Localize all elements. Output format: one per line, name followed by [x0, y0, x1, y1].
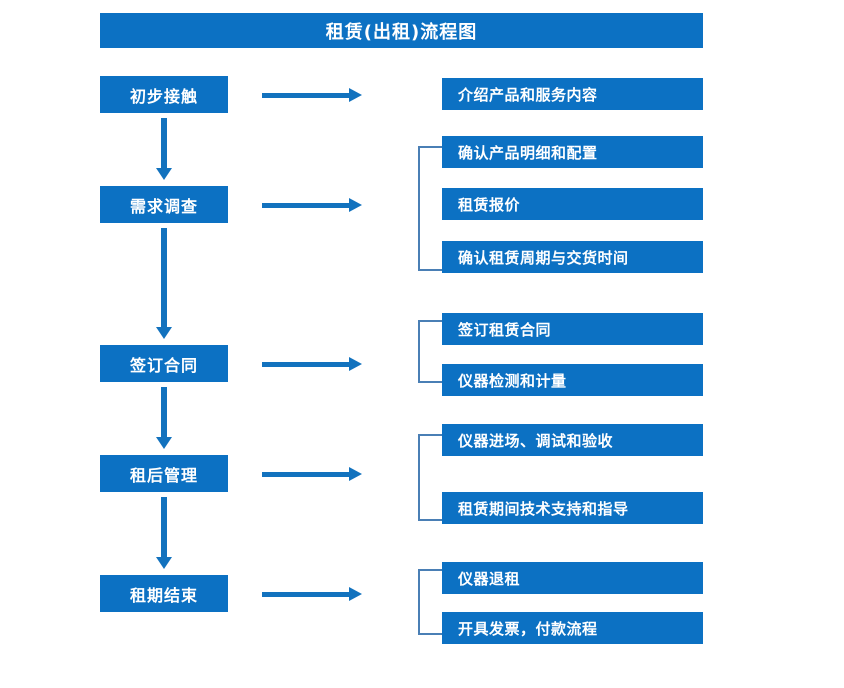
arrow-right-stage-2 [262, 197, 362, 213]
detail-box-4[interactable]: 确认租赁周期与交货时间 [442, 241, 703, 273]
arrow-right-stage-4 [262, 466, 362, 482]
detail-box-3[interactable]: 租赁报价 [442, 188, 703, 220]
stage-box-1[interactable]: 初步接触 [100, 76, 228, 113]
detail-box-5[interactable]: 签订租赁合同 [442, 313, 703, 345]
arrow-right-stage-1 [262, 87, 362, 103]
group-bracket-2 [418, 146, 442, 271]
stage-box-4[interactable]: 租后管理 [100, 455, 228, 492]
group-bracket-3 [418, 320, 442, 383]
stage-box-2[interactable]: 需求调查 [100, 186, 228, 223]
arrow-down-stage-2-to-3 [156, 228, 172, 339]
flowchart-title: 租赁(出租)流程图 [100, 13, 703, 48]
detail-box-1[interactable]: 介绍产品和服务内容 [442, 78, 703, 110]
detail-box-7[interactable]: 仪器进场、调试和验收 [442, 424, 703, 456]
detail-box-10[interactable]: 开具发票，付款流程 [442, 612, 703, 644]
group-bracket-5 [418, 569, 442, 635]
detail-box-2[interactable]: 确认产品明细和配置 [442, 136, 703, 168]
detail-box-8[interactable]: 租赁期间技术支持和指导 [442, 492, 703, 524]
detail-box-9[interactable]: 仪器退租 [442, 562, 703, 594]
stage-box-3[interactable]: 签订合同 [100, 345, 228, 382]
detail-box-6[interactable]: 仪器检测和计量 [442, 364, 703, 396]
arrow-down-stage-3-to-4 [156, 387, 172, 449]
arrow-right-stage-5 [262, 586, 362, 602]
arrow-right-stage-3 [262, 356, 362, 372]
group-bracket-4 [418, 434, 442, 521]
stage-box-5[interactable]: 租期结束 [100, 575, 228, 612]
arrow-down-stage-4-to-5 [156, 497, 172, 569]
arrow-down-stage-1-to-2 [156, 118, 172, 180]
